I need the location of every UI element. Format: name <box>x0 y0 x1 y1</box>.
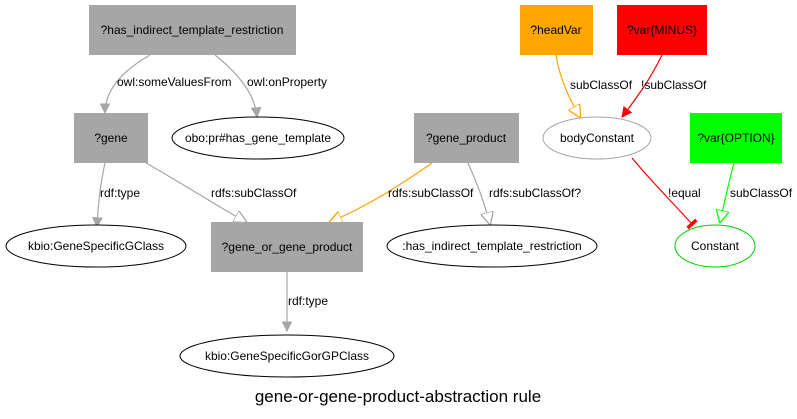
node-gene-box <box>74 113 148 163</box>
edge-gp-subclass <box>330 162 433 222</box>
edge-label-gp-subclass-q: rdfs:subClassOf? <box>489 186 581 200</box>
node-body-constant-label: bodyConstant <box>560 131 635 145</box>
edge-gene-rdf-type <box>92 162 106 229</box>
edge-label-some-values-from: owl:someValuesFrom <box>117 75 231 89</box>
edge-label-gp-subclass: rdfs:subClassOf <box>388 186 474 200</box>
node-has-gene-template-label: obo:pr#has_gene_template <box>185 131 331 145</box>
edge-label-minus-subclass: !subClassOf <box>641 78 707 92</box>
edge-label-gene-subclass: rdfs:subClassOf <box>211 186 297 200</box>
node-body-constant <box>542 116 652 160</box>
edge-label-on-property: owl:onProperty <box>247 75 327 89</box>
node-head-var-box <box>520 5 593 55</box>
node-gene-specific-gclass-label: kbio:GeneSpecificGClass <box>28 239 164 253</box>
node-gene-specific-gorgp-label: kbio:GeneSpecificGorGPClass <box>205 349 369 363</box>
edge-label-head-subclass: subClassOf <box>570 78 633 92</box>
node-has-indirect-box <box>89 5 296 55</box>
edge-not-equal <box>631 157 698 230</box>
edge-gene-subclass <box>145 162 246 222</box>
edge-option-subclass <box>720 162 735 222</box>
edge-label-gene-rdf-type: rdf:type <box>100 186 140 200</box>
edge-some-values-from <box>99 54 151 115</box>
node-var-option-box <box>690 113 782 163</box>
node-has-gene-template <box>171 116 345 160</box>
node-constant <box>674 224 756 268</box>
edge-label-not-equal: !equal <box>668 186 701 200</box>
node-var-minus-box <box>617 5 707 55</box>
edge-on-property <box>214 54 262 119</box>
edge-label-gorgp-rdf-type: rdf:type <box>288 294 328 308</box>
node-var-minus-label: ?var{MINUS} <box>627 23 697 37</box>
node-has-indirect-iri <box>386 224 598 268</box>
node-gene-label: ?gene <box>94 131 128 145</box>
node-has-indirect-label: ?has_indirect_template_restriction <box>101 23 284 37</box>
node-constant-label: Constant <box>691 239 740 253</box>
node-gene-or-gene-product-label: ?gene_or_gene_product <box>222 240 353 254</box>
node-gene-or-gene-product-box <box>211 222 363 272</box>
node-var-option-label: ?var{OPTION} <box>697 131 774 145</box>
node-has-indirect-iri-label: :has_indirect_template_restriction <box>402 239 581 253</box>
node-gene-product-label: ?gene_product <box>426 131 507 145</box>
edge-head-subclass <box>555 54 580 117</box>
edge-gp-subclass-q <box>467 162 490 224</box>
edge-label-option-subclass: subClassOf <box>730 186 793 200</box>
node-gene-specific-gorgp <box>179 334 395 378</box>
node-head-var-label: ?headVar <box>530 23 581 37</box>
node-gene-specific-gclass <box>5 224 187 268</box>
edge-minus-subclass <box>621 54 663 118</box>
diagram-title: gene-or-gene-product-abstraction rule <box>255 387 541 406</box>
node-gene-product-box <box>414 113 519 163</box>
